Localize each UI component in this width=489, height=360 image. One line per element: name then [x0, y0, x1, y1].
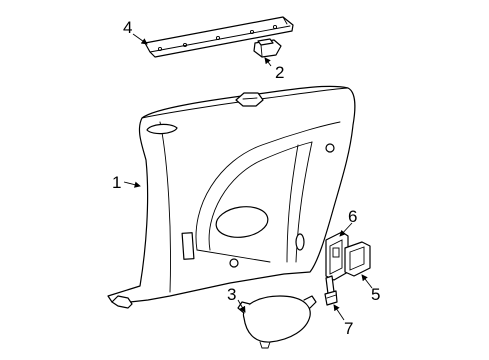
- callout-7: 7: [344, 319, 353, 338]
- quarter-trim-panel-part: [107, 85, 356, 309]
- callout-3: 3: [227, 285, 236, 304]
- switch-part: [344, 241, 371, 277]
- leader-3: [237, 299, 246, 313]
- callout-labels: 4 2 1 3 6 5 7: [112, 18, 380, 338]
- bulb-socket-part: [324, 275, 338, 306]
- callout-2: 2: [275, 63, 284, 82]
- callout-6: 6: [348, 207, 357, 226]
- leader-lines: [123, 33, 373, 321]
- speaker-grille-part: [237, 295, 317, 349]
- leader-5: [361, 274, 373, 289]
- callout-5: 5: [371, 285, 380, 304]
- callout-1: 1: [112, 173, 121, 192]
- leader-6: [339, 222, 353, 237]
- leader-7: [333, 304, 345, 321]
- push-clip-part: [253, 38, 282, 58]
- leader-2: [264, 57, 272, 67]
- leader-1: [123, 181, 141, 188]
- leader-4: [132, 33, 148, 45]
- callout-4: 4: [123, 18, 132, 37]
- trim-strip-part: [144, 16, 294, 58]
